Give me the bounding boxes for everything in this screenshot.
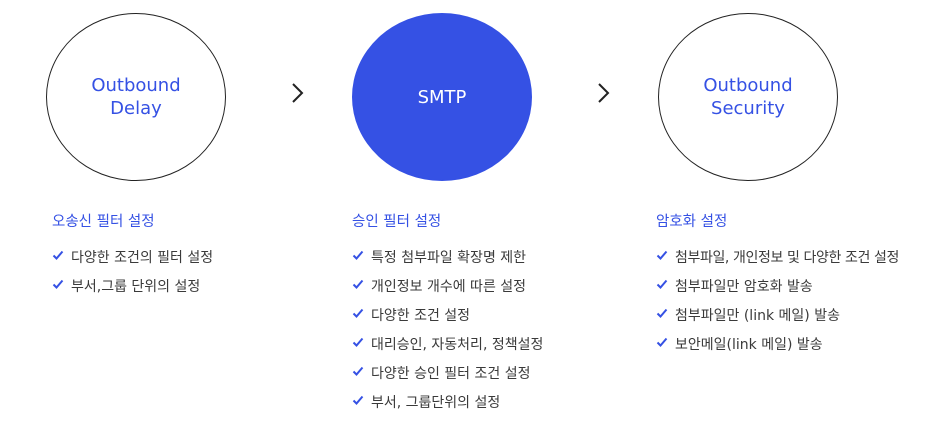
- stage-circle-outbound-delay: Outbound Delay: [46, 13, 226, 181]
- chevron-right-icon: [292, 83, 304, 103]
- stage-heading: 암호화 설정: [656, 214, 728, 230]
- stage-item-list: 첨부파일, 개인정보 및 다양한 조건 설정 첨부파일만 암호화 발송 첨부파일…: [656, 247, 899, 363]
- list-item-text: 다양한 승인 필터 조건 설정: [371, 366, 531, 382]
- list-item-text: 첨부파일만 (link 메일) 발송: [675, 308, 840, 324]
- stage-heading: 승인 필터 설정: [352, 214, 442, 230]
- chevron-right-icon: [598, 83, 610, 103]
- check-icon: [52, 250, 64, 260]
- stage-item-list: 다양한 조건의 필터 설정 부서,그룹 단위의 설정: [52, 247, 213, 305]
- check-icon: [352, 395, 364, 405]
- list-item: 개인정보 개수에 따른 설정: [352, 276, 543, 305]
- list-item-text: 대리승인, 자동처리, 정책설정: [371, 337, 544, 353]
- list-item-text: 다양한 조건 설정: [371, 308, 471, 324]
- stage-circle-smtp: SMTP: [352, 13, 532, 181]
- stage-circle-label: Outbound Delay: [91, 75, 181, 119]
- check-icon: [656, 308, 668, 318]
- check-icon: [352, 279, 364, 289]
- list-item: 다양한 조건의 필터 설정: [52, 247, 213, 276]
- list-item: 특정 첨부파일 확장명 제한: [352, 247, 543, 276]
- list-item-text: 부서,그룹 단위의 설정: [71, 279, 201, 295]
- check-icon: [656, 279, 668, 289]
- list-item: 첨부파일, 개인정보 및 다양한 조건 설정: [656, 247, 899, 276]
- list-item-text: 첨부파일, 개인정보 및 다양한 조건 설정: [675, 250, 899, 266]
- list-item: 첨부파일만 암호화 발송: [656, 276, 899, 305]
- list-item-text: 특정 첨부파일 확장명 제한: [371, 250, 527, 266]
- list-item: 다양한 조건 설정: [352, 305, 543, 334]
- check-icon: [656, 250, 668, 260]
- list-item-text: 첨부파일만 암호화 발송: [675, 279, 813, 295]
- list-item: 보안메일(link 메일) 발송: [656, 334, 899, 363]
- stage-item-list: 특정 첨부파일 확장명 제한 개인정보 개수에 따른 설정 다양한 조건 설정 …: [352, 247, 543, 421]
- list-item: 대리승인, 자동처리, 정책설정: [352, 334, 543, 363]
- check-icon: [352, 308, 364, 318]
- list-item-text: 보안메일(link 메일) 발송: [675, 337, 823, 353]
- stage-circle-outbound-security: Outbound Security: [658, 13, 838, 181]
- list-item: 부서, 그룹단위의 설정: [352, 392, 543, 421]
- list-item: 다양한 승인 필터 조건 설정: [352, 363, 543, 392]
- stage-circle-label: SMTP: [417, 86, 467, 108]
- list-item-text: 다양한 조건의 필터 설정: [71, 250, 214, 266]
- list-item: 첨부파일만 (link 메일) 발송: [656, 305, 899, 334]
- list-item-text: 개인정보 개수에 따른 설정: [371, 279, 527, 295]
- stage-heading: 오송신 필터 설정: [52, 214, 155, 230]
- check-icon: [352, 250, 364, 260]
- check-icon: [52, 279, 64, 289]
- check-icon: [352, 337, 364, 347]
- list-item-text: 부서, 그룹단위의 설정: [371, 395, 501, 411]
- check-icon: [656, 337, 668, 347]
- stage-circle-label: Outbound Security: [703, 75, 793, 119]
- check-icon: [352, 366, 364, 376]
- list-item: 부서,그룹 단위의 설정: [52, 276, 213, 305]
